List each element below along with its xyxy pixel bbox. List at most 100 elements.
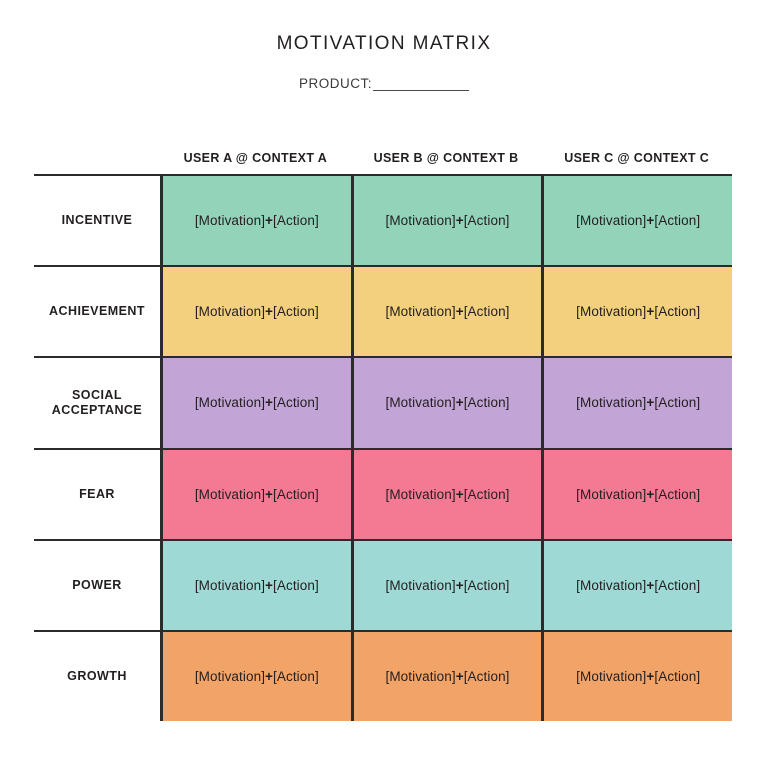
cell-achievement-user-b[interactable]: [Motivation] + [Action]	[350, 267, 542, 357]
product-input-rule[interactable]	[373, 78, 469, 91]
cell-text-motivation: [Motivation]	[576, 213, 647, 229]
cell-text-action: [Action]	[654, 669, 701, 685]
row-cells-power: [Motivation] + [Action] [Motivation] + […	[160, 538, 733, 630]
cell-text-action: [Action]	[654, 577, 701, 593]
cell-incentive-user-c[interactable]: [Motivation] + [Action]	[541, 176, 733, 266]
cell-text-plus: +	[265, 577, 274, 593]
row-cells-fear: [Motivation] + [Action] [Motivation] + […	[160, 447, 733, 539]
matrix-row-growth: GROWTH [Motivation] + [Action] [Motivati…	[34, 629, 733, 722]
product-field-row: PRODUCT:	[0, 76, 768, 91]
cell-text-plus: +	[455, 486, 464, 502]
cell-text-plus: +	[455, 395, 464, 411]
cell-text-action: [Action]	[463, 395, 510, 411]
cell-achievement-user-a[interactable]: [Motivation] + [Action]	[163, 267, 351, 357]
cell-text-plus: +	[646, 213, 655, 229]
row-label-line-1: SOCIAL	[72, 387, 122, 402]
cell-incentive-user-a[interactable]: [Motivation] + [Action]	[163, 176, 351, 266]
cell-text-action: [Action]	[654, 486, 701, 502]
cell-fear-user-b[interactable]: [Motivation] + [Action]	[350, 449, 542, 539]
row-cells-achievement: [Motivation] + [Action] [Motivation] + […	[160, 265, 733, 357]
cell-text-plus: +	[265, 395, 274, 411]
cell-text-motivation: [Motivation]	[576, 577, 647, 593]
cell-text-motivation: [Motivation]	[194, 213, 266, 229]
header-block: MOTIVATION MATRIX PRODUCT:	[0, 32, 768, 91]
cell-growth-user-b[interactable]: [Motivation] + [Action]	[350, 631, 542, 722]
page-title: MOTIVATION MATRIX	[276, 33, 492, 54]
column-header-user-c: USER C @ CONTEXT C	[564, 151, 710, 165]
cell-text-action: [Action]	[463, 213, 510, 229]
cell-text-plus: +	[265, 213, 274, 229]
cell-text-plus: +	[646, 577, 655, 593]
cell-text-action: [Action]	[463, 486, 510, 502]
cell-growth-user-a[interactable]: [Motivation] + [Action]	[163, 631, 351, 722]
cell-text-motivation: [Motivation]	[385, 577, 456, 593]
row-label-incentive: INCENTIVE	[34, 174, 160, 266]
cell-text-action: [Action]	[273, 213, 319, 229]
row-label-line-2: ACCEPTANCE	[51, 402, 143, 417]
cell-text-plus: +	[455, 577, 464, 593]
cell-text-action: [Action]	[273, 304, 319, 320]
cell-text-plus: +	[265, 669, 274, 685]
cell-text-motivation: [Motivation]	[194, 486, 266, 502]
cell-text-action: [Action]	[463, 304, 510, 320]
column-header-user-a: USER A @ CONTEXT A	[183, 151, 328, 165]
cell-text-plus: +	[646, 304, 655, 320]
cell-text-plus: +	[455, 669, 464, 685]
row-cells-incentive: [Motivation] + [Action] [Motivation] + […	[160, 174, 733, 266]
matrix-table: USER A @ CONTEXT A USER B @ CONTEXT B US…	[34, 142, 733, 722]
cell-social-acceptance-user-a[interactable]: [Motivation] + [Action]	[163, 358, 351, 448]
cell-text-action: [Action]	[654, 395, 701, 411]
cell-text-plus: +	[265, 304, 274, 320]
column-header-user-b: USER B @ CONTEXT B	[373, 151, 519, 165]
cell-fear-user-c[interactable]: [Motivation] + [Action]	[541, 449, 733, 539]
cell-text-plus: +	[646, 486, 655, 502]
cell-text-motivation: [Motivation]	[576, 304, 647, 320]
cell-achievement-user-c[interactable]: [Motivation] + [Action]	[541, 267, 733, 357]
cell-text-action: [Action]	[463, 577, 510, 593]
cell-text-plus: +	[646, 395, 655, 411]
cell-text-motivation: [Motivation]	[576, 486, 647, 502]
cell-power-user-b[interactable]: [Motivation] + [Action]	[350, 540, 542, 630]
cell-text-action: [Action]	[654, 304, 701, 320]
matrix-body: INCENTIVE [Motivation] + [Action] [Motiv…	[34, 174, 733, 722]
matrix-row-incentive: INCENTIVE [Motivation] + [Action] [Motiv…	[34, 174, 733, 266]
matrix-row-fear: FEAR [Motivation] + [Action] [Motivation…	[34, 447, 733, 539]
cell-social-acceptance-user-c[interactable]: [Motivation] + [Action]	[541, 358, 733, 448]
cell-text-motivation: [Motivation]	[576, 669, 647, 685]
cell-text-motivation: [Motivation]	[385, 304, 456, 320]
cell-text-motivation: [Motivation]	[385, 486, 456, 502]
row-cells-social-acceptance: [Motivation] + [Action] [Motivation] + […	[160, 356, 733, 448]
cell-growth-user-c[interactable]: [Motivation] + [Action]	[541, 631, 733, 722]
row-cells-growth: [Motivation] + [Action] [Motivation] + […	[160, 629, 733, 722]
cell-text-motivation: [Motivation]	[385, 395, 456, 411]
cell-text-plus: +	[455, 304, 464, 320]
cell-text-motivation: [Motivation]	[576, 395, 647, 411]
cell-fear-user-a[interactable]: [Motivation] + [Action]	[163, 449, 351, 539]
cell-text-motivation: [Motivation]	[194, 577, 266, 593]
cell-power-user-a[interactable]: [Motivation] + [Action]	[163, 540, 351, 630]
cell-power-user-c[interactable]: [Motivation] + [Action]	[541, 540, 733, 630]
cell-text-motivation: [Motivation]	[385, 213, 456, 229]
cell-text-plus: +	[265, 486, 274, 502]
cell-social-acceptance-user-b[interactable]: [Motivation] + [Action]	[350, 358, 542, 448]
cell-text-plus: +	[455, 213, 464, 229]
column-header-row: USER A @ CONTEXT A USER B @ CONTEXT B US…	[34, 142, 732, 174]
cell-text-action: [Action]	[273, 577, 319, 593]
cell-text-action: [Action]	[463, 669, 510, 685]
row-label-power: POWER	[34, 538, 160, 630]
matrix-row-power: POWER [Motivation] + [Action] [Motivatio…	[34, 538, 733, 630]
row-label-fear: FEAR	[34, 447, 160, 539]
cell-text-motivation: [Motivation]	[194, 304, 266, 320]
row-label-growth: GROWTH	[34, 629, 160, 722]
cell-text-motivation: [Motivation]	[194, 395, 266, 411]
cell-text-motivation: [Motivation]	[385, 669, 456, 685]
row-label-achievement: ACHIEVEMENT	[34, 265, 160, 357]
cell-text-action: [Action]	[654, 213, 701, 229]
cell-text-action: [Action]	[273, 395, 319, 411]
cell-text-action: [Action]	[273, 669, 319, 685]
cell-incentive-user-b[interactable]: [Motivation] + [Action]	[350, 176, 542, 266]
cell-text-action: [Action]	[273, 486, 319, 502]
cell-text-motivation: [Motivation]	[194, 669, 266, 685]
